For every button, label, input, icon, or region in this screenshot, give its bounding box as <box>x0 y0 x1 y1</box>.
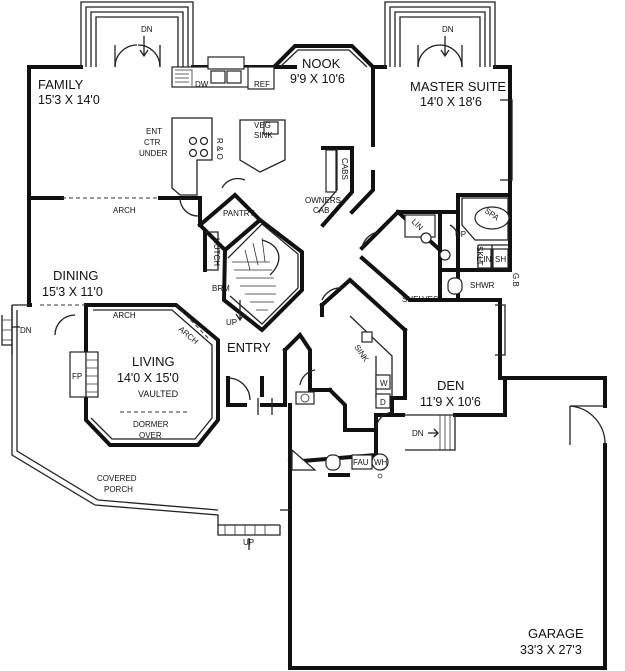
exterior-walls <box>27 44 607 670</box>
label-owners-1: OWNERS <box>305 196 341 205</box>
window-over-sink <box>207 56 245 70</box>
room-name-family: FAMILY <box>38 77 84 92</box>
staircase <box>227 223 299 325</box>
room-dims-garage: 33'3 X 27'3 <box>520 643 582 657</box>
dryer <box>375 393 391 409</box>
room-dims-nook: 9'9 X 10'6 <box>290 72 345 86</box>
label-entry: ENTRY <box>227 340 271 355</box>
label-arch-1: ARCH <box>113 206 136 215</box>
label-arch-3: ARCH <box>177 325 200 347</box>
family-deck <box>80 1 194 68</box>
veg-sink <box>263 121 279 135</box>
room-name-dining: DINING <box>53 268 99 283</box>
label-up-stairs: UP <box>226 318 237 327</box>
sink-left <box>210 70 226 84</box>
hall-sink <box>295 391 315 405</box>
hearth <box>85 351 99 398</box>
windows <box>257 99 513 415</box>
label-dn-porch: DN <box>20 326 32 335</box>
hall-toilet <box>325 454 341 471</box>
label-cabs: CABS <box>340 158 349 180</box>
label-brm: BRM <box>212 284 230 293</box>
doors <box>179 177 459 431</box>
label-sklt: SKLT <box>475 246 484 266</box>
label-dn-family: DN <box>141 25 153 34</box>
water-heater <box>371 453 389 471</box>
interior-walls <box>27 65 512 477</box>
label-wh: WH <box>374 458 388 467</box>
room-labels: FAMILY 15'3 X 14'0 NOOK 9'9 X 10'6 MASTE… <box>38 56 584 657</box>
cabs <box>325 149 337 193</box>
room-name-living: LIVING <box>132 354 175 369</box>
room-dims-master: 14'0 X 18'6 <box>420 95 482 109</box>
label-sh: SH <box>495 255 506 264</box>
label-hutch: HUTCH <box>212 238 221 266</box>
covered-porch <box>1 304 290 536</box>
label-shwr: SHWR <box>470 281 495 290</box>
washer <box>375 374 391 390</box>
label-gb: G.B <box>511 273 520 287</box>
kitchen-counters <box>171 49 368 193</box>
room-name-nook: NOOK <box>302 56 341 71</box>
spa-tub <box>474 206 510 230</box>
hall-shower <box>291 448 317 471</box>
label-dn-garage: DN <box>412 429 424 438</box>
toilet <box>447 277 463 295</box>
label-dn-master: DN <box>442 25 454 34</box>
label-owners-2: CAB <box>313 206 329 215</box>
label-ent-2: CTR <box>144 138 161 147</box>
label-washer: W <box>380 379 388 388</box>
sink-right <box>226 70 242 84</box>
label-ent-1: ENT <box>146 127 162 136</box>
room-name-master: MASTER SUITE <box>410 79 506 94</box>
label-veg-2: SINK <box>254 131 273 140</box>
room-name-garage: GARAGE <box>528 626 584 641</box>
room-name-den: DEN <box>437 378 464 393</box>
room-dims-living: 14'0 X 15'0 <box>117 371 179 385</box>
label-dormer-1: DORMER <box>133 420 169 429</box>
master-bath <box>404 197 510 295</box>
living-room-walls <box>40 197 251 447</box>
label-up-spa: UP <box>455 230 466 239</box>
label-porch-1: COVERED <box>97 474 137 483</box>
label-sink: SINK <box>352 343 370 364</box>
room-dims-den: 11'9 X 10'6 <box>420 395 481 409</box>
room-note-living: VAULTED <box>138 389 179 399</box>
label-porch-2: PORCH <box>104 485 133 494</box>
label-fp: FP <box>72 372 82 381</box>
label-dormer-2: OVER <box>139 431 162 440</box>
label-range: R & O <box>215 138 224 160</box>
label-pantry: PANTRY <box>223 209 255 218</box>
master-deck <box>384 1 496 68</box>
laundry-sink <box>361 331 373 343</box>
label-arch-2: ARCH <box>113 311 136 320</box>
label-fau: FAU <box>353 458 369 467</box>
room-dims-dining: 15'3 X 11'0 <box>42 285 103 299</box>
label-dryer: D <box>380 398 386 407</box>
label-ref: REF <box>254 80 270 89</box>
arrows <box>12 36 450 550</box>
room-dims-family: 15'3 X 14'0 <box>38 93 100 107</box>
hall-bath <box>291 391 389 479</box>
refrigerator <box>247 66 275 90</box>
label-veg-1: VEG <box>254 121 271 130</box>
linen-closet <box>477 248 492 269</box>
shower <box>492 248 509 269</box>
label-dw: DW <box>195 80 209 89</box>
label-ent-3: UNDER <box>139 149 168 158</box>
vanity <box>404 214 436 238</box>
label-lin-2: LIN <box>479 255 492 264</box>
label-shelves: SHELVES <box>402 295 438 304</box>
laundry <box>361 331 606 451</box>
